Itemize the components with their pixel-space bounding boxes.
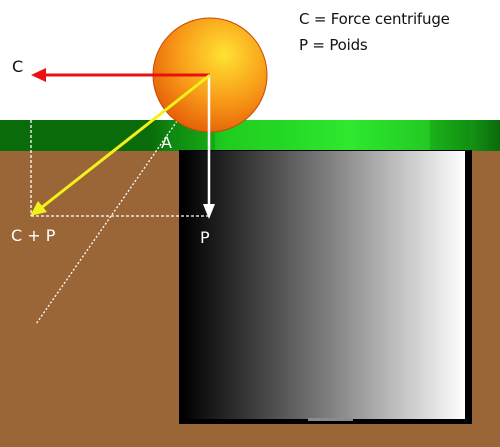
label-a: A	[161, 133, 172, 152]
label-p: P	[200, 228, 210, 247]
weight-arrow	[203, 75, 215, 219]
pit-bottom-mark	[308, 418, 353, 421]
legend-weight: P = Poids	[299, 36, 368, 54]
tangent-dotted-line	[35, 74, 210, 325]
centrifugal-force-arrow	[31, 68, 210, 82]
label-c-plus-p: C + P	[11, 226, 56, 245]
resultant-force-arrow	[30, 73, 211, 216]
label-c: C	[12, 57, 23, 76]
legend-centrifugal-force: C = Force centrifuge	[299, 10, 450, 28]
grass-strip	[0, 120, 500, 151]
pit-gradient	[183, 151, 465, 419]
